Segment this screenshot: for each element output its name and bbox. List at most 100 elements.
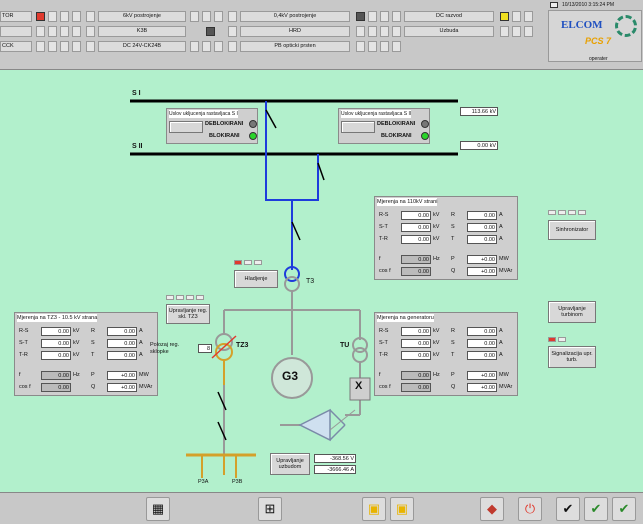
top-status-bar: TOR 6kV postrojenje 0,4kV postrojenje DC… xyxy=(0,0,643,70)
sinhronizator-button[interactable]: Sinhronizator xyxy=(548,220,596,240)
status-cell-pb[interactable]: PB opticki prsten xyxy=(240,41,350,52)
status-row-2: K3B HRD Uzbuda xyxy=(0,25,540,38)
status-square xyxy=(202,11,211,22)
user-icon[interactable]: ◆ xyxy=(480,497,504,521)
measurement-label: S xyxy=(451,340,455,346)
measurement-unit: kV xyxy=(433,328,440,334)
voltage-s1-value: 113.66 kV xyxy=(460,107,498,116)
measurement-label: cos f xyxy=(379,268,391,274)
measurement-unit: A xyxy=(499,212,503,218)
measurement-label: T-R xyxy=(379,236,388,242)
deblokirani-label: DEBLOKIRANI xyxy=(377,121,416,127)
status-cell-tor[interactable]: TOR xyxy=(0,11,32,22)
lock-icon[interactable]: ▣ xyxy=(362,497,386,521)
upravljanje-uzbudom-button[interactable]: Upravljanje uzbudom xyxy=(270,453,310,475)
status-icon xyxy=(166,295,174,300)
status-square xyxy=(86,11,95,22)
voltage-s2-value: 0.00 kV xyxy=(460,141,498,150)
power-icon[interactable]: ⏻ xyxy=(518,497,542,521)
status-square xyxy=(392,26,401,37)
tu-label: TU xyxy=(340,342,350,349)
signalizacija-button[interactable]: Signalizacija upr. turb. xyxy=(548,346,596,368)
status-cell-6kv[interactable]: 6kV postrojenje xyxy=(98,11,186,22)
status-square xyxy=(86,41,95,52)
measurement-unit: A xyxy=(499,340,503,346)
status-cell[interactable] xyxy=(0,26,32,37)
measurement-label: T-R xyxy=(19,352,28,358)
measurement-value: +0.00 xyxy=(467,383,497,392)
calendar-icon[interactable]: ▦ xyxy=(146,497,170,521)
measurement-unit: kV xyxy=(433,236,440,242)
status-square xyxy=(356,26,365,37)
upravljanje-turbinom-button[interactable]: Upravljanje turbinom xyxy=(548,301,596,323)
measurement-unit: MW xyxy=(139,372,149,378)
elcom-logo: ELCOM PCS 7 operater xyxy=(548,10,642,62)
measurement-title: Mjerenja na TZ3 - 10.5 kV strana xyxy=(17,314,98,322)
gear-icon xyxy=(615,15,637,37)
warning-indicator xyxy=(500,12,509,21)
double-check-icon[interactable]: ✔ xyxy=(612,497,636,521)
x-label: X xyxy=(355,380,363,392)
status-cell-hrd[interactable]: HRD xyxy=(240,26,350,37)
g3-label: G3 xyxy=(282,369,299,383)
condition-button-s1[interactable] xyxy=(169,121,203,133)
measurement-unit: kV xyxy=(433,340,440,346)
measurement-value: 0.00 xyxy=(401,371,431,380)
measurement-label: f xyxy=(379,256,381,262)
status-square xyxy=(190,41,199,52)
lock-open-icon[interactable]: ▣ xyxy=(390,497,414,521)
status-cell-04kv[interactable]: 0,4kV postrojenje xyxy=(240,11,350,22)
check-icon[interactable]: ✔ xyxy=(584,497,608,521)
measurement-value: 0.00 xyxy=(107,351,137,360)
measurement-label: R-S xyxy=(379,328,389,334)
measurement-label: cos f xyxy=(379,384,391,390)
measurement-unit: kV xyxy=(73,340,80,346)
status-square xyxy=(500,26,509,37)
measurement-value: 0.00 xyxy=(41,339,71,348)
measurement-unit: Hz xyxy=(73,372,80,378)
status-cell-uzbuda[interactable]: Uzbuda xyxy=(404,26,494,37)
bottom-toolbar: ▦ ⊞ ▣ ▣ ◆ ⏻ ✔ ✔ ✔ xyxy=(0,492,643,524)
measurement-unit: kV xyxy=(433,212,440,218)
measurement-unit: A xyxy=(499,224,503,230)
status-square xyxy=(48,26,57,37)
network-icon[interactable]: ⊞ xyxy=(258,497,282,521)
status-icon xyxy=(244,260,252,265)
measurement-unit: kV xyxy=(433,352,440,358)
measurement-value: 0.00 xyxy=(401,267,431,276)
measurement-value: 0.00 xyxy=(401,235,431,244)
measurement-label: R xyxy=(451,328,455,334)
status-square xyxy=(72,11,81,22)
deblokirani-led xyxy=(249,120,257,128)
alarm-indicator xyxy=(36,12,45,21)
measurement-value: 0.00 xyxy=(401,255,431,264)
status-icon xyxy=(558,337,566,342)
upravljanje-tz3-button[interactable]: Upravljanje reg. skl. TZ3 xyxy=(166,304,210,324)
status-cell-k3b[interactable]: K3B xyxy=(98,26,186,37)
measurement-value: 0.00 xyxy=(401,383,431,392)
hladjenje-button[interactable]: Hladjenje xyxy=(234,270,278,288)
condition-button-s2[interactable] xyxy=(341,121,375,133)
measurement-unit: A xyxy=(139,340,143,346)
status-square xyxy=(524,11,533,22)
measurement-label: R xyxy=(91,328,95,334)
status-square xyxy=(36,41,45,52)
p3a-label: P3A xyxy=(198,479,209,485)
status-square xyxy=(36,26,45,37)
status-square xyxy=(72,41,81,52)
measurement-label: P xyxy=(91,372,95,378)
measurement-label: Q xyxy=(451,268,456,274)
measurement-unit: kV xyxy=(73,352,80,358)
measurement-value: 0.00 xyxy=(467,211,497,220)
uzbuda-current: -3666.46 A xyxy=(314,465,356,474)
status-cell-cck[interactable]: CCK xyxy=(0,41,32,52)
status-cell-dc24[interactable]: DC 24V-CK24B xyxy=(98,41,186,52)
measurement-value: 0.00 xyxy=(41,351,71,360)
status-icon xyxy=(568,210,576,215)
measurement-value: 0.00 xyxy=(41,327,71,336)
checklist-icon[interactable]: ✔ xyxy=(556,497,580,521)
status-square xyxy=(380,11,389,22)
status-cell-dc-razvod[interactable]: DC razvod xyxy=(404,11,494,22)
status-square xyxy=(228,41,237,52)
